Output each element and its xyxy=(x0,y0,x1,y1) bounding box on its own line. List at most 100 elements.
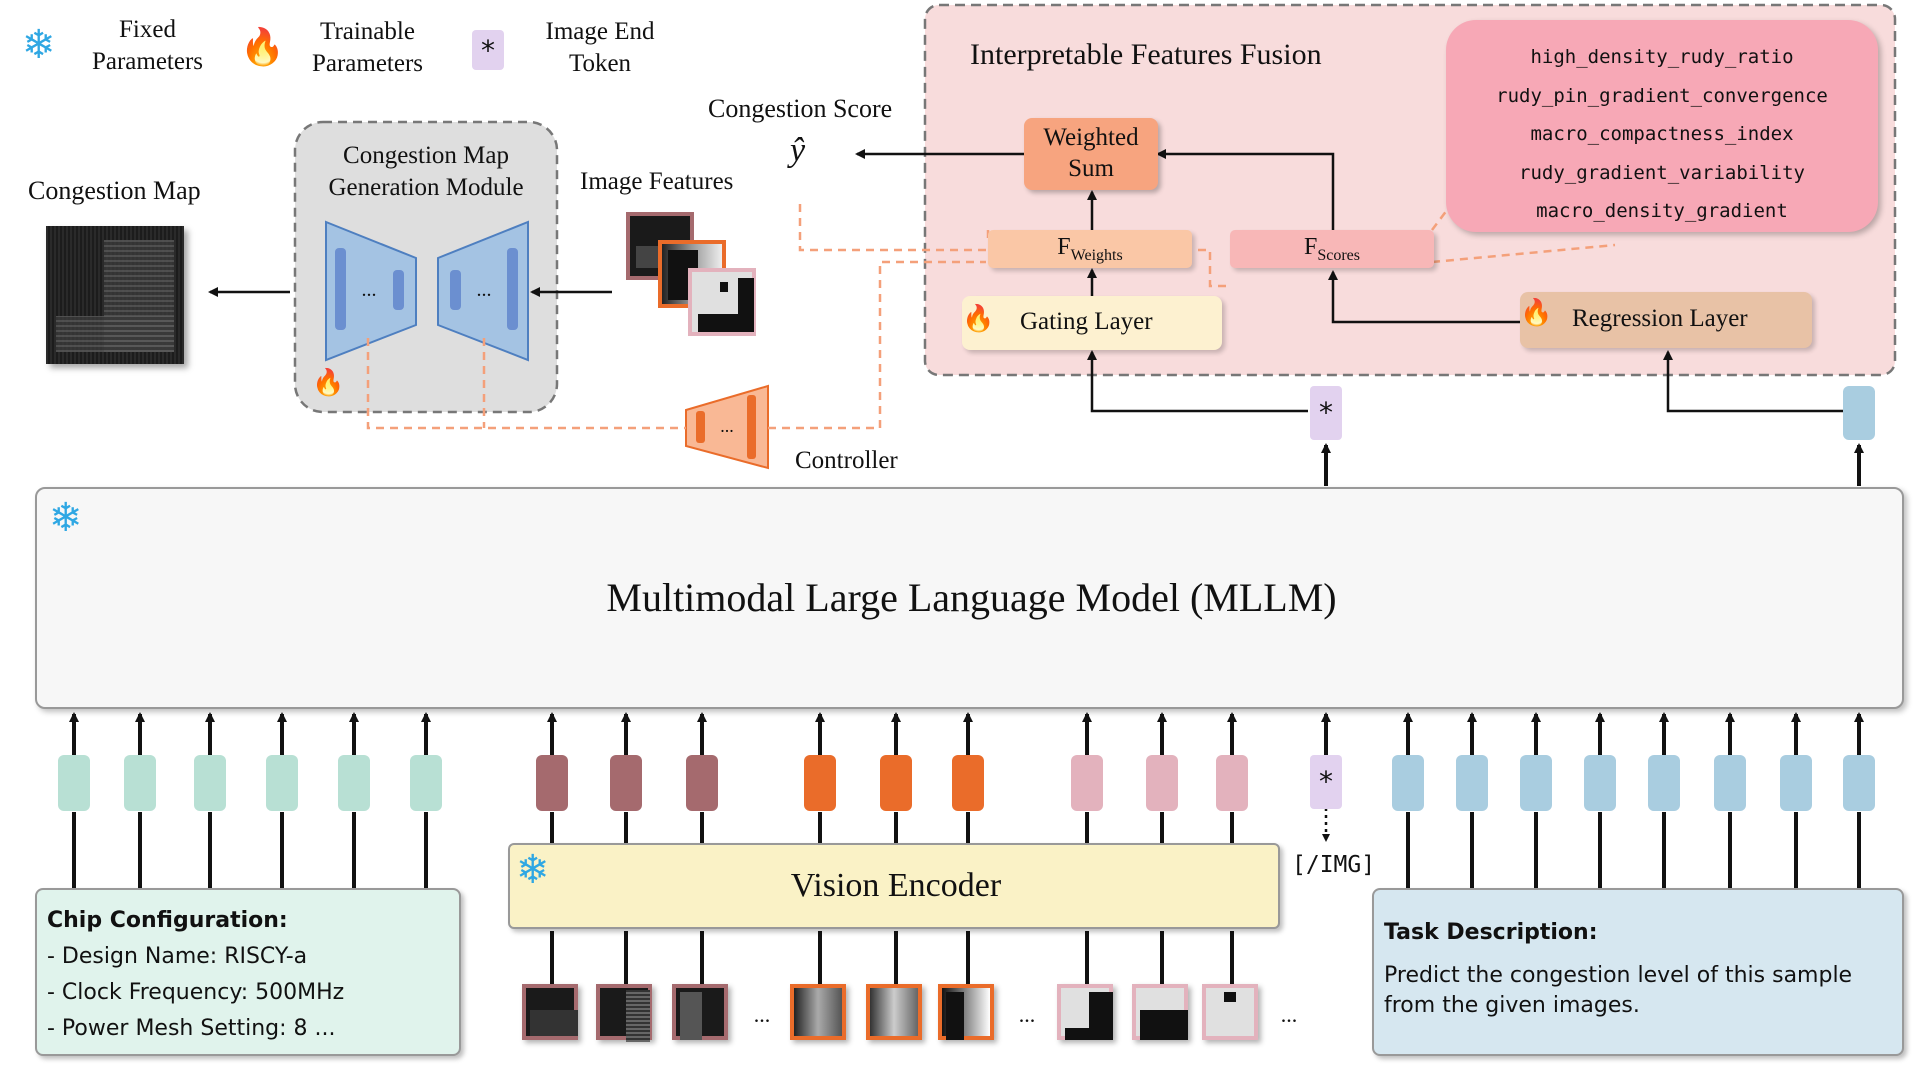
mllm-snowflake-icon: ❄ xyxy=(49,495,83,541)
regression-fire-icon: 🔥 xyxy=(1520,298,1553,328)
image-token xyxy=(1146,755,1178,811)
image-token xyxy=(686,755,718,811)
image-features-label: Image Features xyxy=(580,168,734,195)
images-ellipsis-3: ... xyxy=(1281,1002,1298,1027)
controller-label: Controller xyxy=(795,447,898,474)
input-image-thumbnail xyxy=(938,984,994,1040)
input-image-thumbnail xyxy=(1202,984,1258,1040)
images-ellipsis-1: ... xyxy=(754,1002,771,1027)
f-scores-box: FScores xyxy=(1230,230,1434,268)
congestion-score-label: Congestion Score xyxy=(708,94,893,123)
end-token-input: * xyxy=(1310,755,1342,809)
chip-config-line: - Power Mesh Setting: 8 ... xyxy=(47,1016,336,1041)
fusion-title: Interpretable Features Fusion xyxy=(970,38,1322,71)
legend-end-token: * xyxy=(472,30,504,70)
arrow-endtoken-to-gating xyxy=(1087,350,1308,413)
text-token xyxy=(58,755,90,811)
image-token xyxy=(880,755,912,811)
input-image-thumbnail xyxy=(1057,984,1113,1040)
unet-ellipsis-2: ... xyxy=(477,279,492,301)
arrow-scores-to-weighted xyxy=(1156,149,1335,232)
feature-item: rudy_gradient_variability xyxy=(1519,161,1805,184)
mllm-label: Multimodal Large Language Model (MLLM) xyxy=(606,575,1337,620)
feature-list-box: high_density_rudy_ratio rudy_pin_gradient… xyxy=(1446,20,1878,232)
input-image-thumbnail xyxy=(1132,984,1188,1040)
fire-icon: 🔥 xyxy=(240,27,285,68)
task-token-output xyxy=(1843,386,1875,440)
unet-ellipsis-1: ... xyxy=(362,279,377,301)
task-description-line: from the given images. xyxy=(1384,993,1640,1018)
regression-layer-box: 🔥 Regression Layer xyxy=(1520,292,1812,348)
image-token xyxy=(1071,755,1103,811)
image-token xyxy=(804,755,836,811)
unet-bar-4 xyxy=(507,248,518,330)
unet-bar-1 xyxy=(335,248,346,330)
text-token xyxy=(124,755,156,811)
f-weights-box: FWeights xyxy=(988,230,1192,268)
image-token xyxy=(610,755,642,811)
input-image-thumbnail xyxy=(866,984,922,1040)
task-token xyxy=(1392,755,1424,811)
text-token xyxy=(410,755,442,811)
unet-decoder-shape xyxy=(437,220,529,362)
chip-config-box: Chip Configuration: - Design Name: RISCY… xyxy=(35,888,461,1056)
task-token xyxy=(1714,755,1746,811)
module-fire-icon: 🔥 xyxy=(312,368,345,398)
text-token xyxy=(338,755,370,811)
controller-ellipsis: ... xyxy=(720,416,734,436)
arrow-tasktoken-to-regression xyxy=(1663,350,1855,413)
text-token xyxy=(266,755,298,811)
end-token-output: * xyxy=(1310,386,1342,440)
images-ellipsis-2: ... xyxy=(1019,1002,1036,1027)
task-token xyxy=(1843,755,1875,811)
chip-config-line: - Clock Frequency: 500MHz xyxy=(47,980,345,1005)
input-image-thumbnail xyxy=(522,984,578,1040)
vision-snowflake-icon: ❄ xyxy=(516,847,550,893)
vision-encoder-box: ❄ Vision Encoder xyxy=(508,843,1280,929)
task-title: Task Description: xyxy=(1384,920,1598,945)
task-description-box: Task Description: Predict the congestion… xyxy=(1372,888,1904,1056)
arrow-regression-to-scores xyxy=(1328,270,1520,324)
text-token xyxy=(194,755,226,811)
task-description-line: Predict the congestion level of this sam… xyxy=(1384,963,1853,988)
image-token xyxy=(536,755,568,811)
image-feature-3 xyxy=(688,268,756,336)
congestion-score-symbol: ŷ xyxy=(790,132,806,169)
chip-config-line: - Design Name: RISCY-a xyxy=(47,944,308,969)
unet-bar-2 xyxy=(393,270,404,310)
input-image-thumbnail xyxy=(596,984,652,1042)
feature-item: high_density_rudy_ratio xyxy=(1530,46,1794,68)
feature-item: macro_compactness_index xyxy=(1530,123,1794,145)
image-token xyxy=(1216,755,1248,811)
input-image-thumbnail xyxy=(790,984,846,1040)
task-token xyxy=(1456,755,1488,811)
feature-item: macro_density_gradient xyxy=(1536,200,1788,222)
img-end-tag: [/IMG] xyxy=(1292,852,1376,878)
token-arrows xyxy=(69,712,1864,888)
vision-encoder-label: Vision Encoder xyxy=(790,867,1002,904)
controller-bar-1 xyxy=(696,411,705,443)
task-token xyxy=(1584,755,1616,811)
vision-encoder-lines xyxy=(550,931,1234,984)
chip-config-title: Chip Configuration: xyxy=(47,908,288,933)
task-token xyxy=(1520,755,1552,811)
task-token xyxy=(1780,755,1812,811)
mllm-box: ❄ Multimodal Large Language Model (MLLM) xyxy=(35,487,1904,709)
feature-item: rudy_pin_gradient_convergence xyxy=(1496,84,1828,107)
image-token xyxy=(952,755,984,811)
congestion-map-label: Congestion Map xyxy=(28,176,201,205)
task-token xyxy=(1648,755,1680,811)
gating-layer-box: 🔥 Gating Layer xyxy=(962,296,1222,350)
feature-list: high_density_rudy_ratio rudy_pin_gradient… xyxy=(1446,38,1878,231)
token-row xyxy=(58,755,1875,811)
unet-encoder-shape xyxy=(325,220,417,362)
gating-fire-icon: 🔥 xyxy=(962,304,995,334)
controller-bar-2 xyxy=(747,395,756,459)
unet-bar-3 xyxy=(450,270,461,310)
snowflake-icon: ❄ xyxy=(22,22,56,68)
